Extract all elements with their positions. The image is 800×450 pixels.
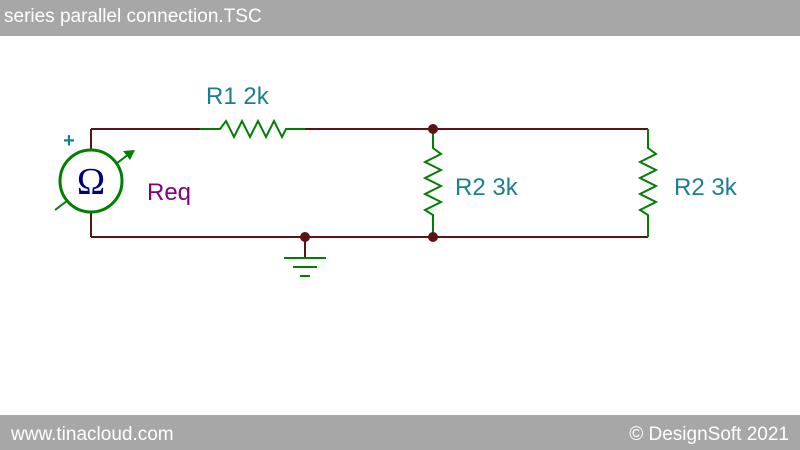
- meter-body: [58, 148, 124, 214]
- resistor-r2-a: [422, 129, 444, 237]
- resistor-r2-b: [637, 129, 659, 237]
- r2b-label: R2 3k: [674, 174, 738, 201]
- node-top: [428, 124, 438, 134]
- footer-site-link[interactable]: www.tinacloud.com: [11, 424, 174, 445]
- ohmmeter: Ω +: [54, 130, 135, 214]
- title-bar: series parallel connection.TSC: [0, 0, 800, 36]
- ground-symbol: [284, 257, 326, 277]
- junction-nodes: [300, 124, 438, 242]
- r2a-label: R2 3k: [455, 174, 519, 201]
- window-title: series parallel connection.TSC: [4, 6, 262, 27]
- ohm-symbol: Ω: [77, 161, 105, 203]
- node-ground: [300, 232, 310, 242]
- meter-label: Req: [147, 179, 191, 206]
- r1-label: R1 2k: [206, 83, 270, 110]
- resistor-r1: [200, 118, 305, 140]
- schematic-canvas: Ω + R1 2k R2 3k R2 3k Req: [54, 83, 738, 277]
- footer-copyright: © DesignSoft 2021: [629, 424, 789, 445]
- node-bottom-mid: [428, 232, 438, 242]
- meter-polarity-plus: +: [63, 130, 75, 152]
- meter-arrow-head: [123, 150, 135, 160]
- footer-bar: www.tinacloud.com © DesignSoft 2021: [0, 415, 800, 450]
